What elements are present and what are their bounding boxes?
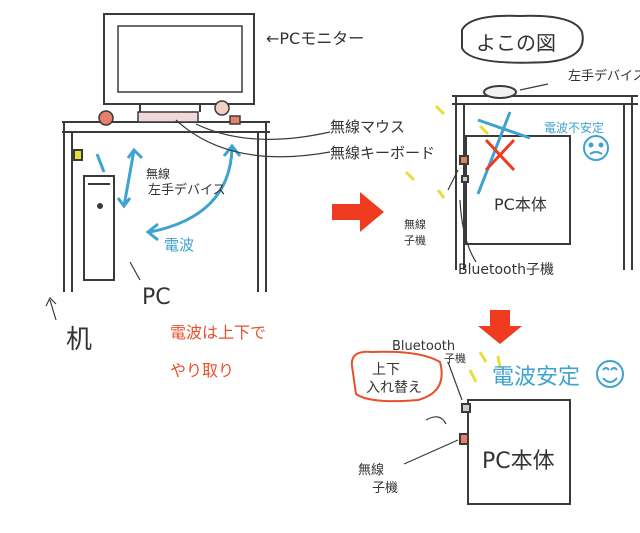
label-swap-2: 入れ替え <box>366 380 422 396</box>
desk <box>62 111 270 292</box>
note-up-down-2: やり取り <box>170 361 234 380</box>
sparks-bottom <box>468 351 502 383</box>
monitor <box>103 13 255 112</box>
label-pc-body-top: PC本体 <box>494 195 547 214</box>
label-bluetooth-child-top: Bluetooth子機 <box>458 262 554 278</box>
arrow-right <box>332 192 384 232</box>
pc-body-top-box <box>459 135 571 245</box>
label-wireless-mouse: 無線マウス <box>330 118 405 136</box>
label-radio-wave: 電波 <box>164 236 194 254</box>
pc-tower <box>73 149 115 281</box>
side-view-bubble <box>461 14 584 64</box>
label-pc: PC <box>142 285 171 310</box>
label-wireless-top: 無線 <box>146 166 170 181</box>
sparks-top <box>404 104 490 199</box>
label-monitor: ←PCモニター <box>266 29 364 48</box>
label-swap-1: 上下 <box>372 362 400 378</box>
pointer-lines-bottom <box>403 361 463 465</box>
label-side-view: よこの図 <box>476 31 556 55</box>
label-wireless-child-bottom-1: 無線 <box>358 462 384 478</box>
pointer-lines-left <box>45 119 331 321</box>
label-wireless-keyboard: 無線キーボード <box>330 144 435 162</box>
label-bluetooth-child-bottom-2: 子機 <box>444 351 466 365</box>
desk-devices <box>98 100 241 126</box>
stable-face <box>596 360 624 388</box>
wave-arrows-left <box>95 143 242 242</box>
pc-body-bottom-box <box>459 399 571 505</box>
note-up-down-1: 電波は上下で <box>170 323 266 342</box>
label-desk: 机 <box>66 325 92 355</box>
unstable-face <box>583 135 609 161</box>
wave-arrows-top-right <box>476 111 531 195</box>
swap-bubble <box>350 350 443 403</box>
label-left-hand-device: 左手デバイス <box>148 182 226 198</box>
label-bluetooth-child-bottom-1: Bluetooth <box>392 339 455 354</box>
label-unstable: 電波不安定 <box>544 120 604 135</box>
side-desk <box>452 85 638 270</box>
arrow-down <box>478 310 522 344</box>
label-left-hand-device-right: 左手デバイス <box>568 68 640 84</box>
label-wireless-child-bottom-2: 子機 <box>372 481 398 496</box>
label-stable: 電波安定 <box>492 365 580 390</box>
label-wireless-child-top-2: 子機 <box>404 233 426 247</box>
label-pc-body-bottom: PC本体 <box>482 449 555 474</box>
pointer-lines-top-right <box>447 83 549 263</box>
label-wireless-child-top-1: 無線 <box>404 217 426 231</box>
